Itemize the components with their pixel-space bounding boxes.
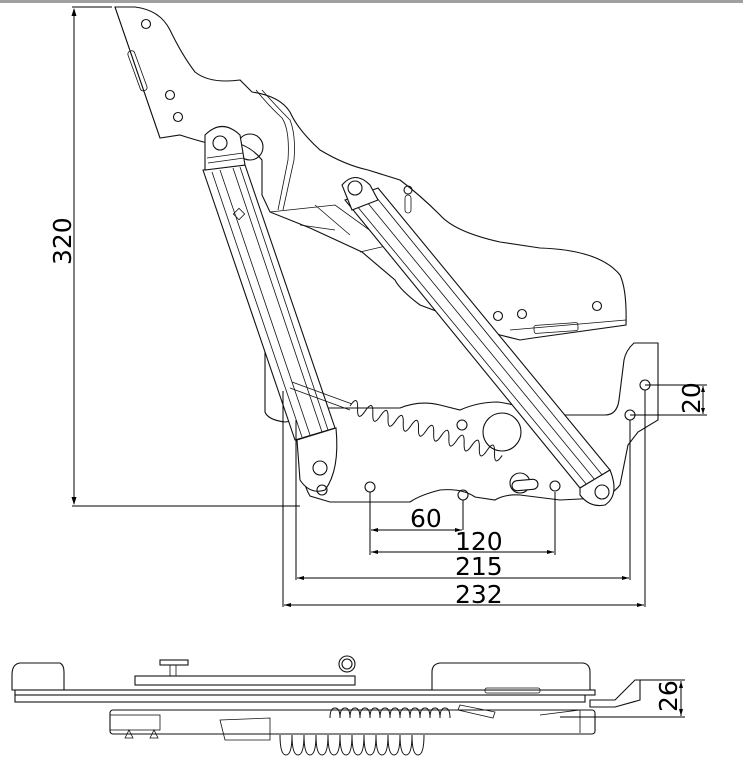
dimension-215: 215 (295, 420, 631, 581)
dimension-label-232: 232 (455, 580, 503, 609)
bracket-tail-slot (533, 322, 579, 334)
dimension-120: 120 (371, 492, 556, 556)
right-link-arm (341, 176, 615, 507)
dimension-label-120: 120 (455, 527, 503, 556)
dimension-label-20: 20 (677, 382, 706, 414)
dimension-26: 26 (560, 679, 685, 718)
dimension-label-215: 215 (455, 552, 503, 581)
bracket-flange (114, 6, 161, 139)
dimension-label-60: 60 (410, 504, 442, 533)
left-link-arm (202, 125, 338, 496)
bracket-web (269, 204, 391, 253)
bracket-hole (403, 185, 413, 195)
side-view (11, 655, 641, 756)
dimension-60: 60 (369, 492, 464, 555)
dimension-232: 232 (282, 390, 646, 609)
bracket-hole (164, 89, 176, 101)
dimension-320: 320 (48, 6, 300, 507)
bracket-hole (492, 310, 504, 322)
tension-spring (289, 381, 539, 494)
bracket-hole (140, 18, 152, 30)
bracket-hole (516, 308, 528, 320)
bracket-tail-flange (509, 319, 627, 331)
bracket-slot (127, 50, 148, 92)
bracket-hole (591, 300, 603, 312)
base-hole-large (482, 412, 522, 452)
dimension-20: 20 (630, 382, 707, 416)
bracket-rib (255, 89, 295, 211)
base-hole (456, 419, 468, 431)
dimension-label-26: 26 (654, 680, 683, 712)
front-view (114, 6, 659, 507)
frame-top-border (0, 0, 743, 3)
upper-bracket (114, 6, 627, 341)
bracket-hole (172, 111, 184, 123)
base-hole (549, 480, 561, 492)
dimension-label-320: 320 (48, 217, 77, 265)
